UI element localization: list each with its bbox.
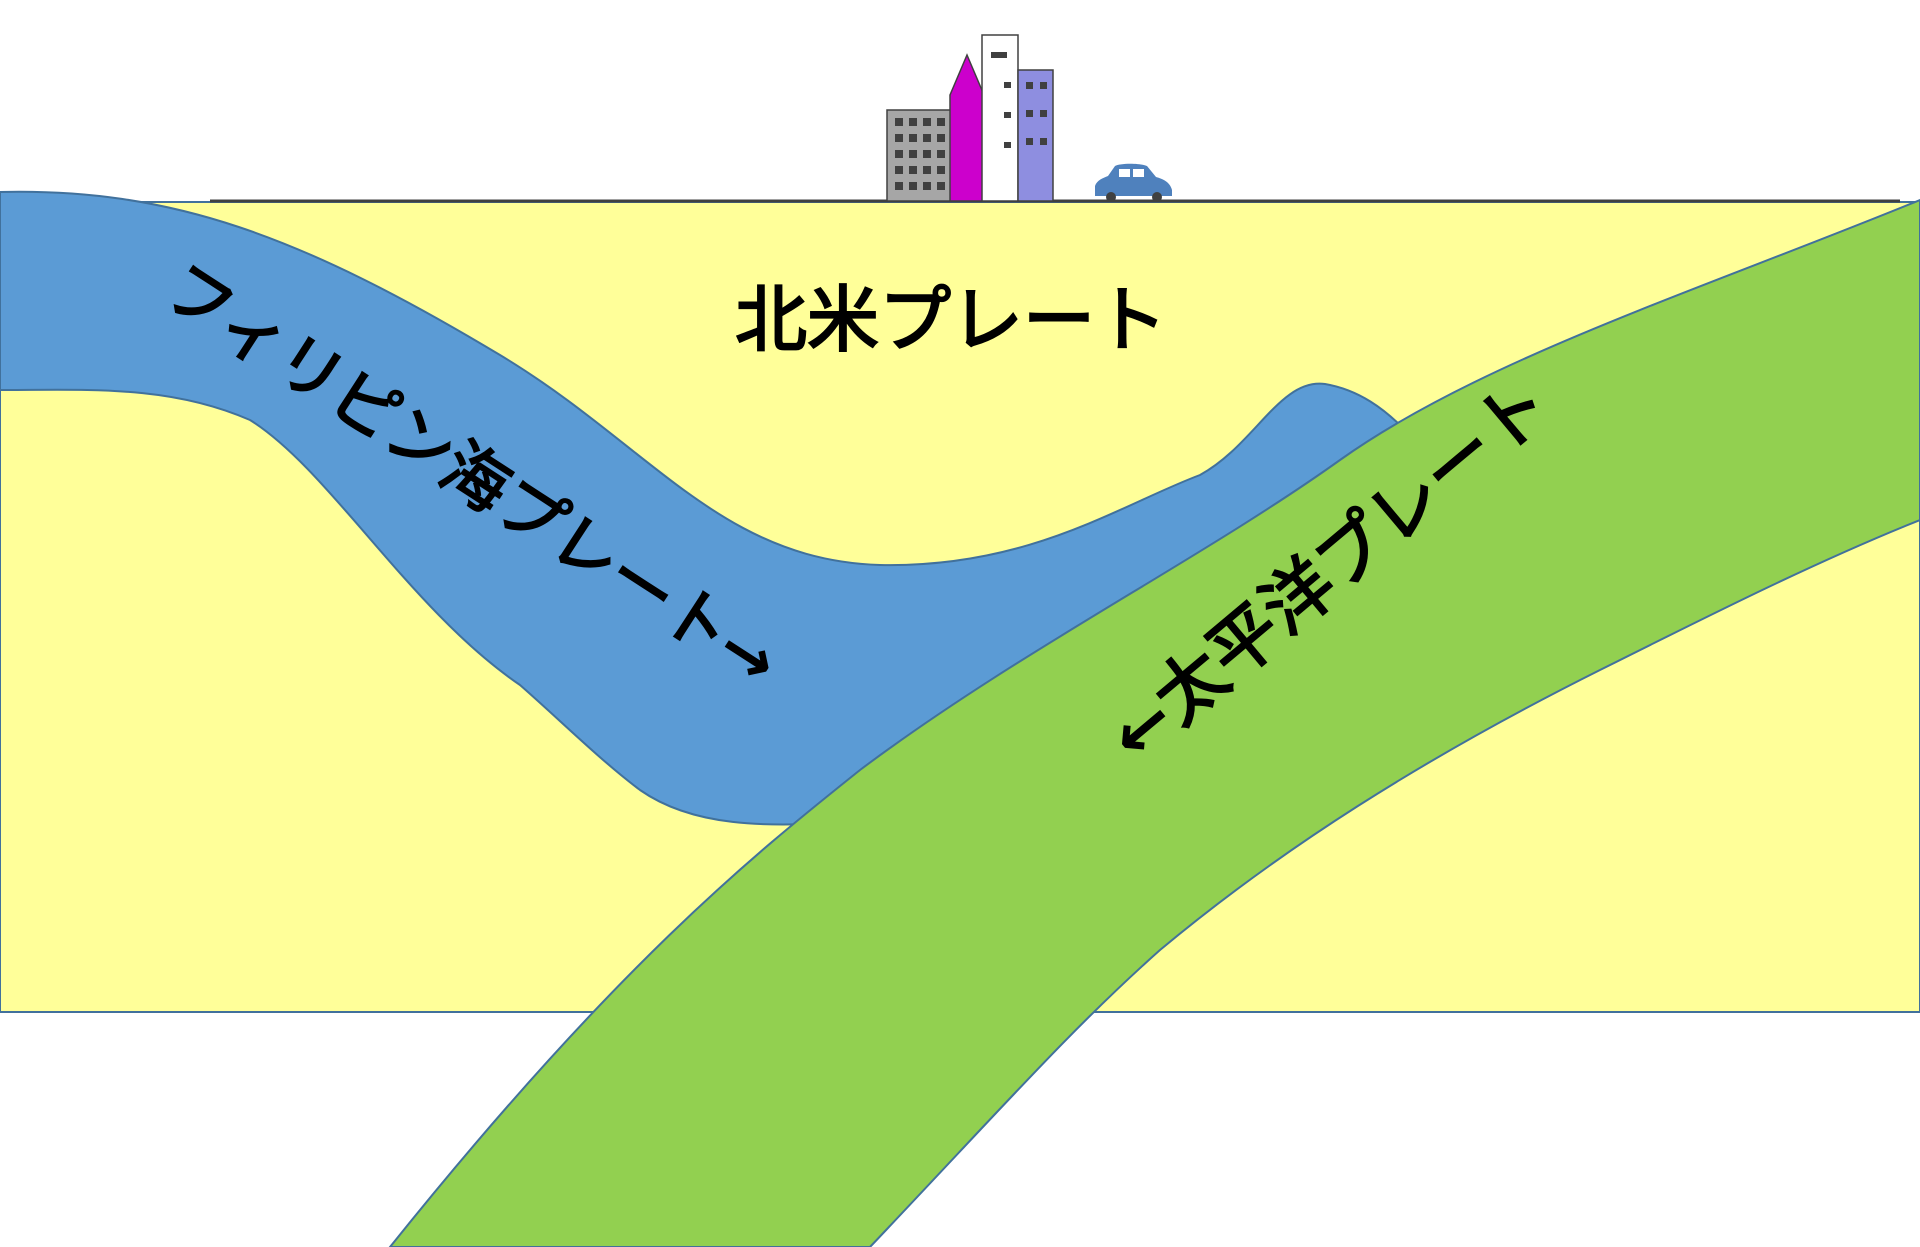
- north-american-plate-label: 北米プレート: [735, 278, 1167, 362]
- car-icon: [1095, 163, 1172, 202]
- city-buildings-icon: [886, 34, 1054, 202]
- pacific-plate: [388, 198, 1920, 1247]
